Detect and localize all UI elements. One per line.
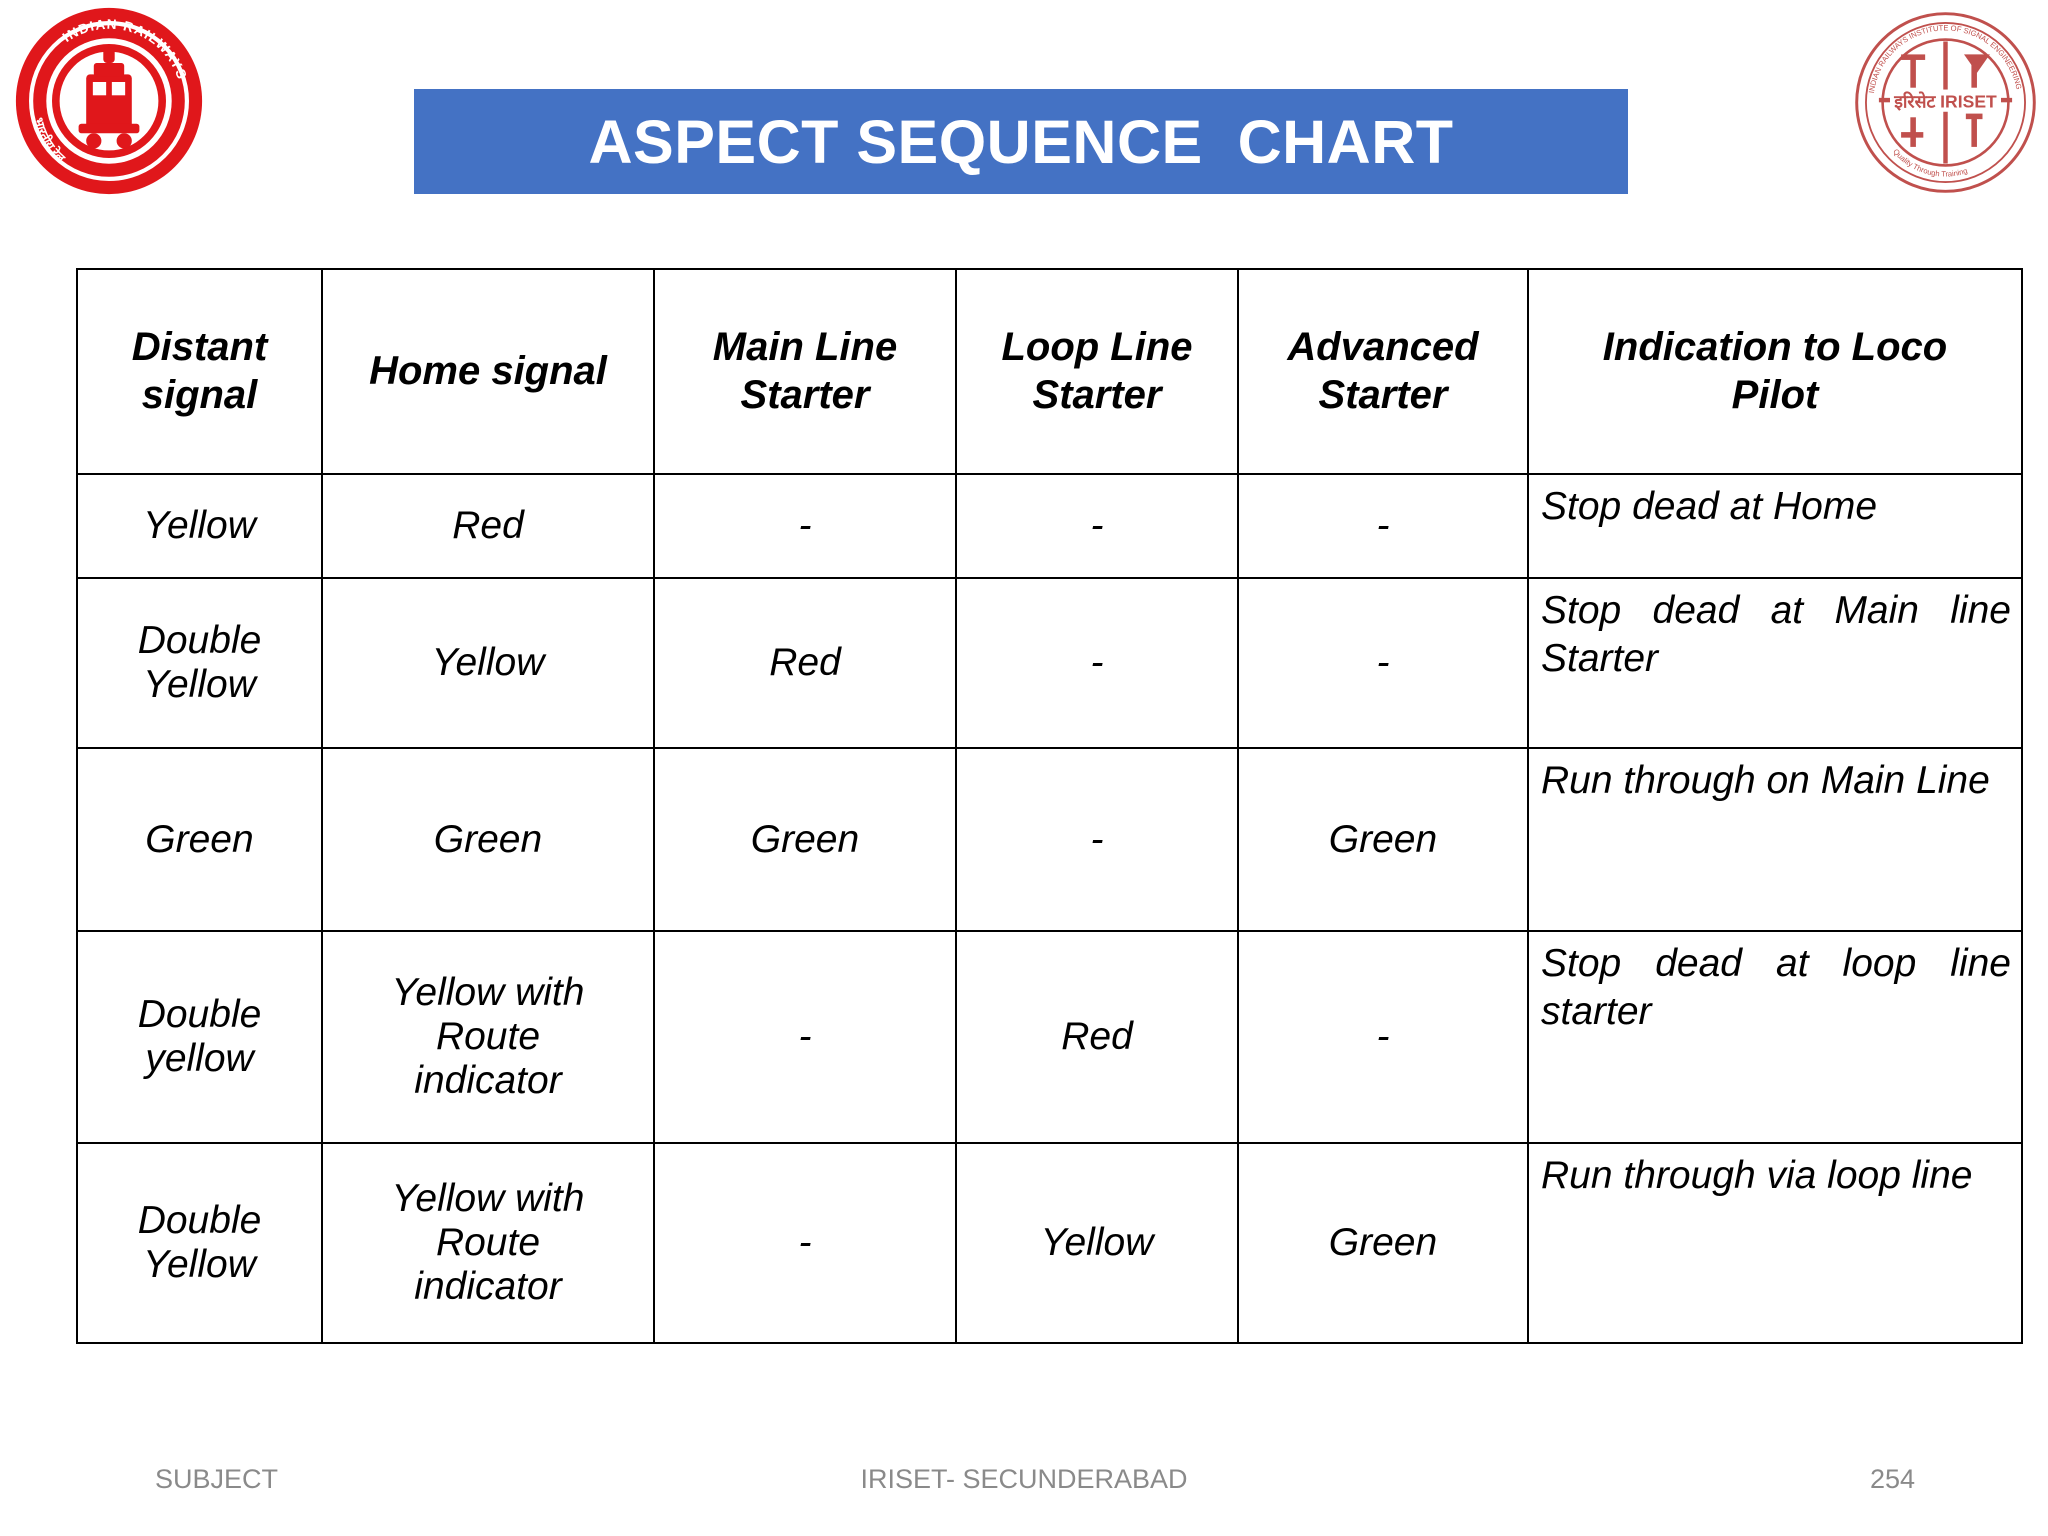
cell-indication: Stop dead at loop line starter — [1527, 930, 2023, 1144]
cell-advanced-starter: - — [1237, 473, 1529, 579]
cell-line: Red — [452, 504, 524, 547]
cell-line: Green — [145, 817, 254, 861]
cell-line: Double — [137, 1199, 262, 1242]
cell-main-line-starter: Green — [653, 747, 957, 932]
cell-home-signal: Green — [321, 747, 655, 932]
footer-subject: SUBJECT — [155, 1464, 279, 1494]
cell-home-signal: Yellow with Route indicator — [321, 930, 655, 1144]
iriset-logo: इरिसेट IRISET INDIAN RAILWAYS INSTITUTE … — [1853, 10, 2038, 195]
cell-main-line-starter: Red — [653, 577, 957, 749]
table-header-row: Distant signal Home signal Main Line Sta… — [76, 268, 2023, 475]
table-row: Yellow Red - - - Stop dead at Home — [76, 473, 2023, 579]
cell-line: yellow — [145, 1037, 254, 1080]
cell-distant-signal: Green — [76, 747, 323, 932]
cell-indication: Stop dead at Home — [1527, 473, 2023, 579]
cell-line: Yellow — [143, 1243, 256, 1286]
column-header-main-line-starter: Main Line Starter — [653, 268, 957, 475]
header-line: Distant — [131, 325, 268, 370]
cell-distant-signal: Double yellow — [76, 930, 323, 1144]
slide-footer: SUBJECT IRISET- SECUNDERABAD 254 — [0, 1464, 2048, 1514]
indian-railways-logo: INDIAN RAILWAYS भारतीय रेल — [14, 6, 204, 196]
cell-loop-line-starter: - — [955, 747, 1239, 932]
slide-title-banner: ASPECT SEQUENCE CHART — [414, 89, 1628, 194]
header-line: Pilot — [1731, 372, 1819, 417]
column-header-advanced-starter: Advanced Starter — [1237, 268, 1529, 475]
cell-indication: Run through via loop line — [1527, 1142, 2023, 1344]
table-row: Double Yellow Yellow with Route indicato… — [76, 1142, 2023, 1344]
cell-indication: Run through on Main Line — [1527, 747, 2023, 932]
cell-home-signal: Yellow with Route indicator — [321, 1142, 655, 1344]
cell-loop-line-starter: - — [955, 577, 1239, 749]
cell-main-line-starter: - — [653, 930, 957, 1144]
cell-main-line-starter: - — [653, 473, 957, 579]
header-line: signal — [141, 372, 258, 417]
cell-home-signal: Yellow — [321, 577, 655, 749]
column-header-distant-signal: Distant signal — [76, 268, 323, 475]
cell-main-line-starter: - — [653, 1142, 957, 1344]
cell-line: indicator — [414, 1059, 562, 1102]
header-line: Main Line — [712, 325, 898, 370]
aspect-sequence-table-container: Distant signal Home signal Main Line Sta… — [76, 268, 2023, 1344]
cell-advanced-starter: - — [1237, 577, 1529, 749]
table-header: Distant signal Home signal Main Line Sta… — [76, 268, 2023, 475]
column-header-loop-line-starter: Loop Line Starter — [955, 268, 1239, 475]
cell-line: Double — [137, 993, 262, 1036]
cell-advanced-starter: - — [1237, 930, 1529, 1144]
cell-loop-line-starter: Yellow — [955, 1142, 1239, 1344]
table-row: Double yellow Yellow with Route indicato… — [76, 930, 2023, 1144]
header-line: Home signal — [369, 348, 607, 393]
cell-line: Double — [137, 619, 262, 662]
cell-home-signal: Red — [321, 473, 655, 579]
cell-line: Yellow with — [391, 1177, 585, 1220]
cell-loop-line-starter: - — [955, 473, 1239, 579]
cell-line: indicator — [414, 1265, 562, 1308]
cell-distant-signal: Double Yellow — [76, 1142, 323, 1344]
cell-advanced-starter: Green — [1237, 1142, 1529, 1344]
cell-indication: Stop dead at Main line Starter — [1527, 577, 2023, 749]
cell-line: Route — [435, 1015, 541, 1058]
cell-loop-line-starter: Red — [955, 930, 1239, 1144]
cell-line: Yellow — [143, 663, 256, 706]
cell-advanced-starter: Green — [1237, 747, 1529, 932]
cell-line: Yellow — [431, 641, 545, 684]
cell-line: Route — [435, 1221, 541, 1264]
table-row: Double Yellow Yellow Red - - Stop dead a… — [76, 577, 2023, 749]
column-header-home-signal: Home signal — [321, 268, 655, 475]
header-line: Starter — [1032, 372, 1162, 417]
header-line: Starter — [740, 372, 870, 417]
header-line: Loop Line — [1001, 325, 1193, 370]
table-body: Yellow Red - - - Stop dead at Home Doubl… — [76, 473, 2023, 1344]
cell-line: Yellow — [143, 504, 256, 547]
table-row: Green Green Green - Green Run through on… — [76, 747, 2023, 932]
cell-line: Yellow with — [391, 971, 585, 1014]
cell-line: Green — [433, 817, 543, 861]
footer-page-number: 254 — [1869, 1464, 1915, 1494]
cell-distant-signal: Yellow — [76, 473, 323, 579]
aspect-sequence-table: Distant signal Home signal Main Line Sta… — [76, 268, 2023, 1344]
page-title: ASPECT SEQUENCE CHART — [588, 107, 1454, 176]
header-line: Starter — [1318, 372, 1448, 417]
column-header-indication-to-loco-pilot: Indication to Loco Pilot — [1527, 268, 2023, 475]
header-line: Advanced — [1287, 325, 1479, 370]
svg-text:इरिसेट IRISET: इरिसेट IRISET — [1893, 90, 1997, 111]
footer-institute: IRISET- SECUNDERABAD — [860, 1464, 1188, 1494]
cell-distant-signal: Double Yellow — [76, 577, 323, 749]
header-line: Indication to Loco — [1602, 325, 1948, 370]
